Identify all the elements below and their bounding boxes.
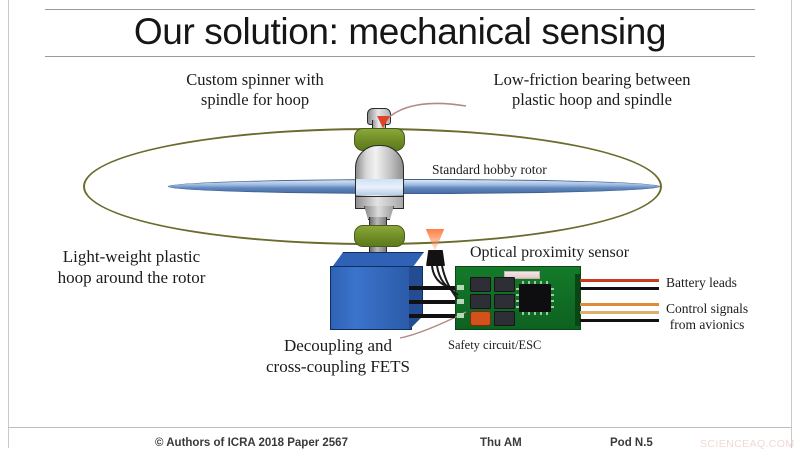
ic-pin [516, 306, 519, 308]
pcb-pad-1 [457, 285, 464, 290]
ic-pin [522, 312, 524, 315]
ic-pin [528, 312, 530, 315]
pcb-capacitor [504, 271, 540, 279]
ic-pin [516, 288, 519, 290]
ic-pin [522, 281, 524, 284]
motor-wire-1 [409, 286, 455, 290]
ic-pin [516, 300, 519, 302]
footer-session-day: Thu AM [480, 437, 522, 449]
label-control-signals: Control signals from avionics [666, 301, 749, 332]
label-low-friction-bearing: Low-friction bearing between plastic hoo… [493, 70, 691, 110]
pcb-microcontroller-chip [519, 284, 551, 312]
control-wire-signal [579, 303, 659, 306]
fet-3 [470, 294, 491, 309]
ic-pin [551, 306, 554, 308]
ic-pin [540, 312, 542, 315]
slide-title: Our solution: mechanical sensing [133, 11, 667, 52]
label-standard-hobby-rotor: Standard hobby rotor [432, 162, 547, 177]
pcb-edge-connector [575, 274, 580, 326]
battery-wire-positive [579, 279, 659, 282]
ic-pin [534, 281, 536, 284]
control-wire-ground [579, 319, 659, 322]
sensor-wire-2 [436, 265, 459, 296]
ic-pin [546, 312, 548, 315]
footer-rule [8, 427, 792, 428]
label-optical-proximity-sensor: Optical proximity sensor [470, 244, 630, 261]
label-safety-circuit-esc: Safety circuit/ESC [448, 338, 542, 352]
footer-pod-number: Pod N.5 [610, 437, 653, 449]
title-rule-top [45, 9, 755, 10]
ic-pin [540, 281, 542, 284]
watermark-text: SCIENCEAQ.COM [700, 438, 795, 450]
status-led [470, 311, 491, 326]
lower-bearing [354, 225, 405, 247]
motor-body [330, 266, 412, 330]
rotor-hub-band [355, 179, 404, 195]
ic-pin [516, 294, 519, 296]
fet-4 [494, 294, 515, 309]
motor-wire-2 [409, 300, 455, 304]
ic-pin [551, 300, 554, 302]
label-custom-spinner: Custom spinner with spindle for hoop [186, 70, 324, 110]
label-plastic-hoop: Light-weight plastic hoop around the rot… [57, 247, 206, 287]
optical-proximity-sensor [426, 250, 445, 266]
label-battery-leads: Battery leads [666, 275, 737, 290]
page-border-right [791, 0, 792, 448]
pcb-pad-2 [457, 299, 464, 304]
control-wire-power [579, 311, 659, 314]
leader-arrow-bearing [377, 116, 390, 128]
motor-wire-3 [409, 314, 455, 318]
battery-wire-negative [579, 287, 659, 290]
page-border-left [8, 0, 9, 448]
ic-pin [528, 281, 530, 284]
ic-pin [534, 312, 536, 315]
footer-copyright: © Authors of ICRA 2018 Paper 2567 [155, 437, 348, 449]
ic-pin [551, 294, 554, 296]
fet-1 [470, 277, 491, 292]
fet-2 [494, 277, 515, 292]
rotor-blade [168, 179, 660, 194]
ic-pin [551, 288, 554, 290]
fet-5 [494, 311, 515, 326]
ic-pin [546, 281, 548, 284]
pcb-pad-3 [457, 313, 464, 318]
title-rule-bottom [45, 56, 755, 57]
label-decoupling-fets: Decoupling and cross-coupling FETS [265, 336, 411, 376]
